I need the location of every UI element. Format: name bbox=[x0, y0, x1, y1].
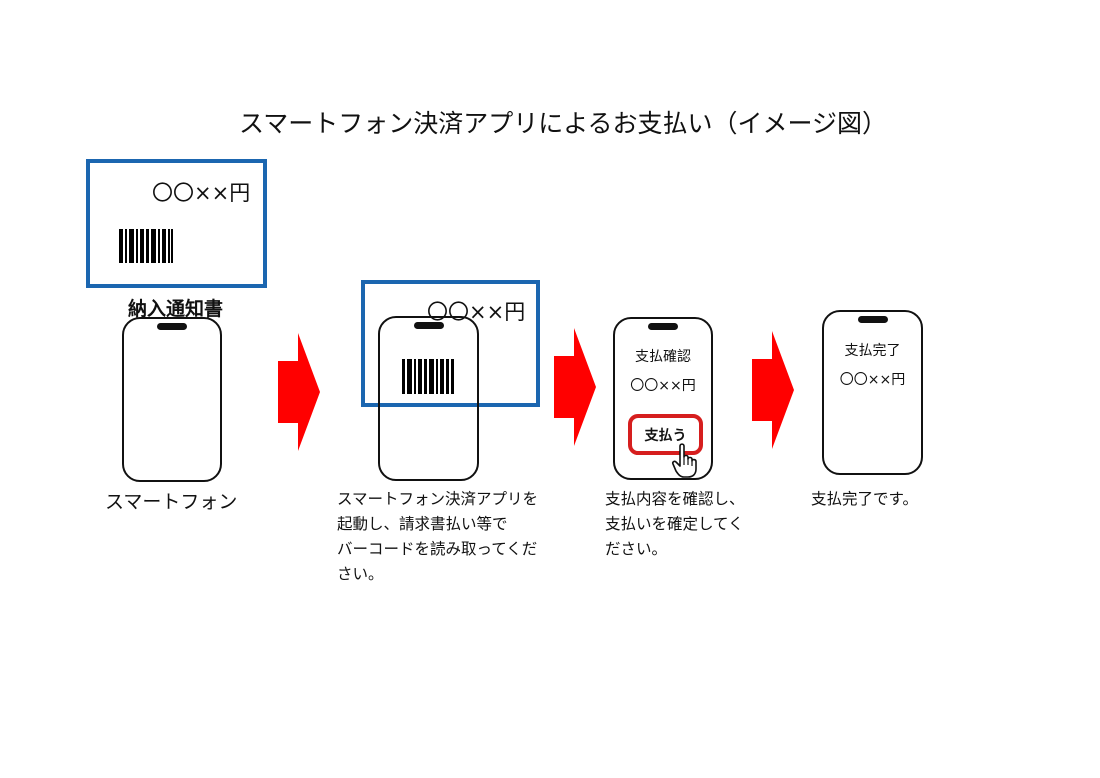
scanned-notice-amount: 〇〇××円 bbox=[427, 300, 526, 324]
hand-pointer-icon bbox=[671, 443, 697, 478]
caption-step4: 支払完了です。 bbox=[811, 490, 918, 508]
notice-amount: 〇〇××円 bbox=[152, 181, 251, 205]
payment-notice-card: 〇〇××円 bbox=[86, 159, 267, 288]
flow-arrow-icon bbox=[554, 328, 596, 446]
confirm-amount: 〇〇××円 bbox=[630, 378, 696, 394]
phone-step3: 支払確認 〇〇××円 支払う bbox=[613, 317, 713, 480]
caption-step2: スマートフォン決済アプリを 起動し、請求書払い等で バーコードを読み取ってくだ … bbox=[337, 490, 539, 583]
barcode-icon bbox=[402, 359, 454, 394]
diagram-title: スマートフォン決済アプリによるお支払い（イメージ図） bbox=[238, 109, 887, 138]
caption-step1: スマートフォン bbox=[105, 491, 238, 513]
confirm-heading: 支払確認 bbox=[635, 349, 691, 365]
phone-notch bbox=[857, 316, 888, 323]
phone-step4: 支払完了 〇〇××円 bbox=[822, 310, 923, 475]
phone-notch bbox=[413, 322, 444, 329]
phone-step1 bbox=[122, 317, 222, 482]
complete-amount: 〇〇××円 bbox=[839, 372, 906, 388]
notice-label: 納入通知書 bbox=[128, 298, 224, 320]
phone-notch bbox=[157, 323, 187, 330]
flow-arrow-icon bbox=[278, 333, 320, 451]
phone-notch bbox=[648, 323, 678, 330]
phone-step2 bbox=[378, 316, 479, 481]
caption-step3: 支払内容を確認し、 支払いを確定してく ださい。 bbox=[605, 490, 745, 558]
scanned-notice-card: 〇〇××円 bbox=[361, 280, 540, 407]
pay-button-label: 支払う bbox=[644, 427, 687, 444]
pay-button[interactable]: 支払う bbox=[628, 414, 703, 455]
barcode-icon bbox=[119, 229, 173, 263]
complete-heading: 支払完了 bbox=[844, 343, 901, 359]
flow-arrow-icon bbox=[752, 331, 794, 449]
